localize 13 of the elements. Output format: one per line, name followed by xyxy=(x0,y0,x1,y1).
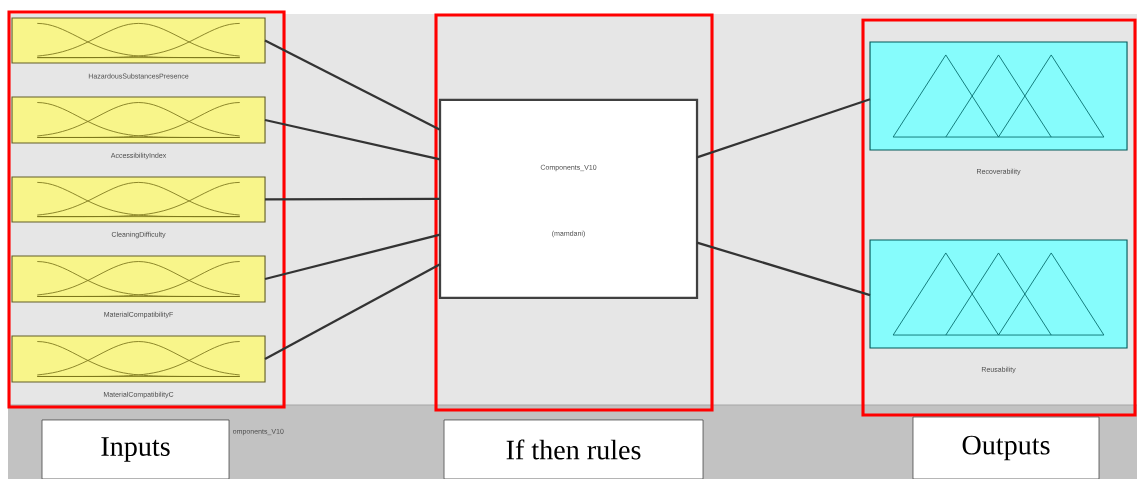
connector-line xyxy=(264,39,441,131)
connector-line xyxy=(264,233,441,281)
group-frame xyxy=(434,13,714,412)
connector-line xyxy=(264,263,441,360)
connector-line xyxy=(264,118,441,161)
group-frame xyxy=(861,18,1137,417)
connector-line xyxy=(696,241,871,297)
section-label: Inputs xyxy=(41,419,230,479)
section-label: Outputs xyxy=(912,416,1100,479)
group-frame xyxy=(7,10,286,409)
connector-line xyxy=(265,197,441,201)
section-label: If then rules xyxy=(443,419,704,479)
connector-line xyxy=(696,98,871,159)
